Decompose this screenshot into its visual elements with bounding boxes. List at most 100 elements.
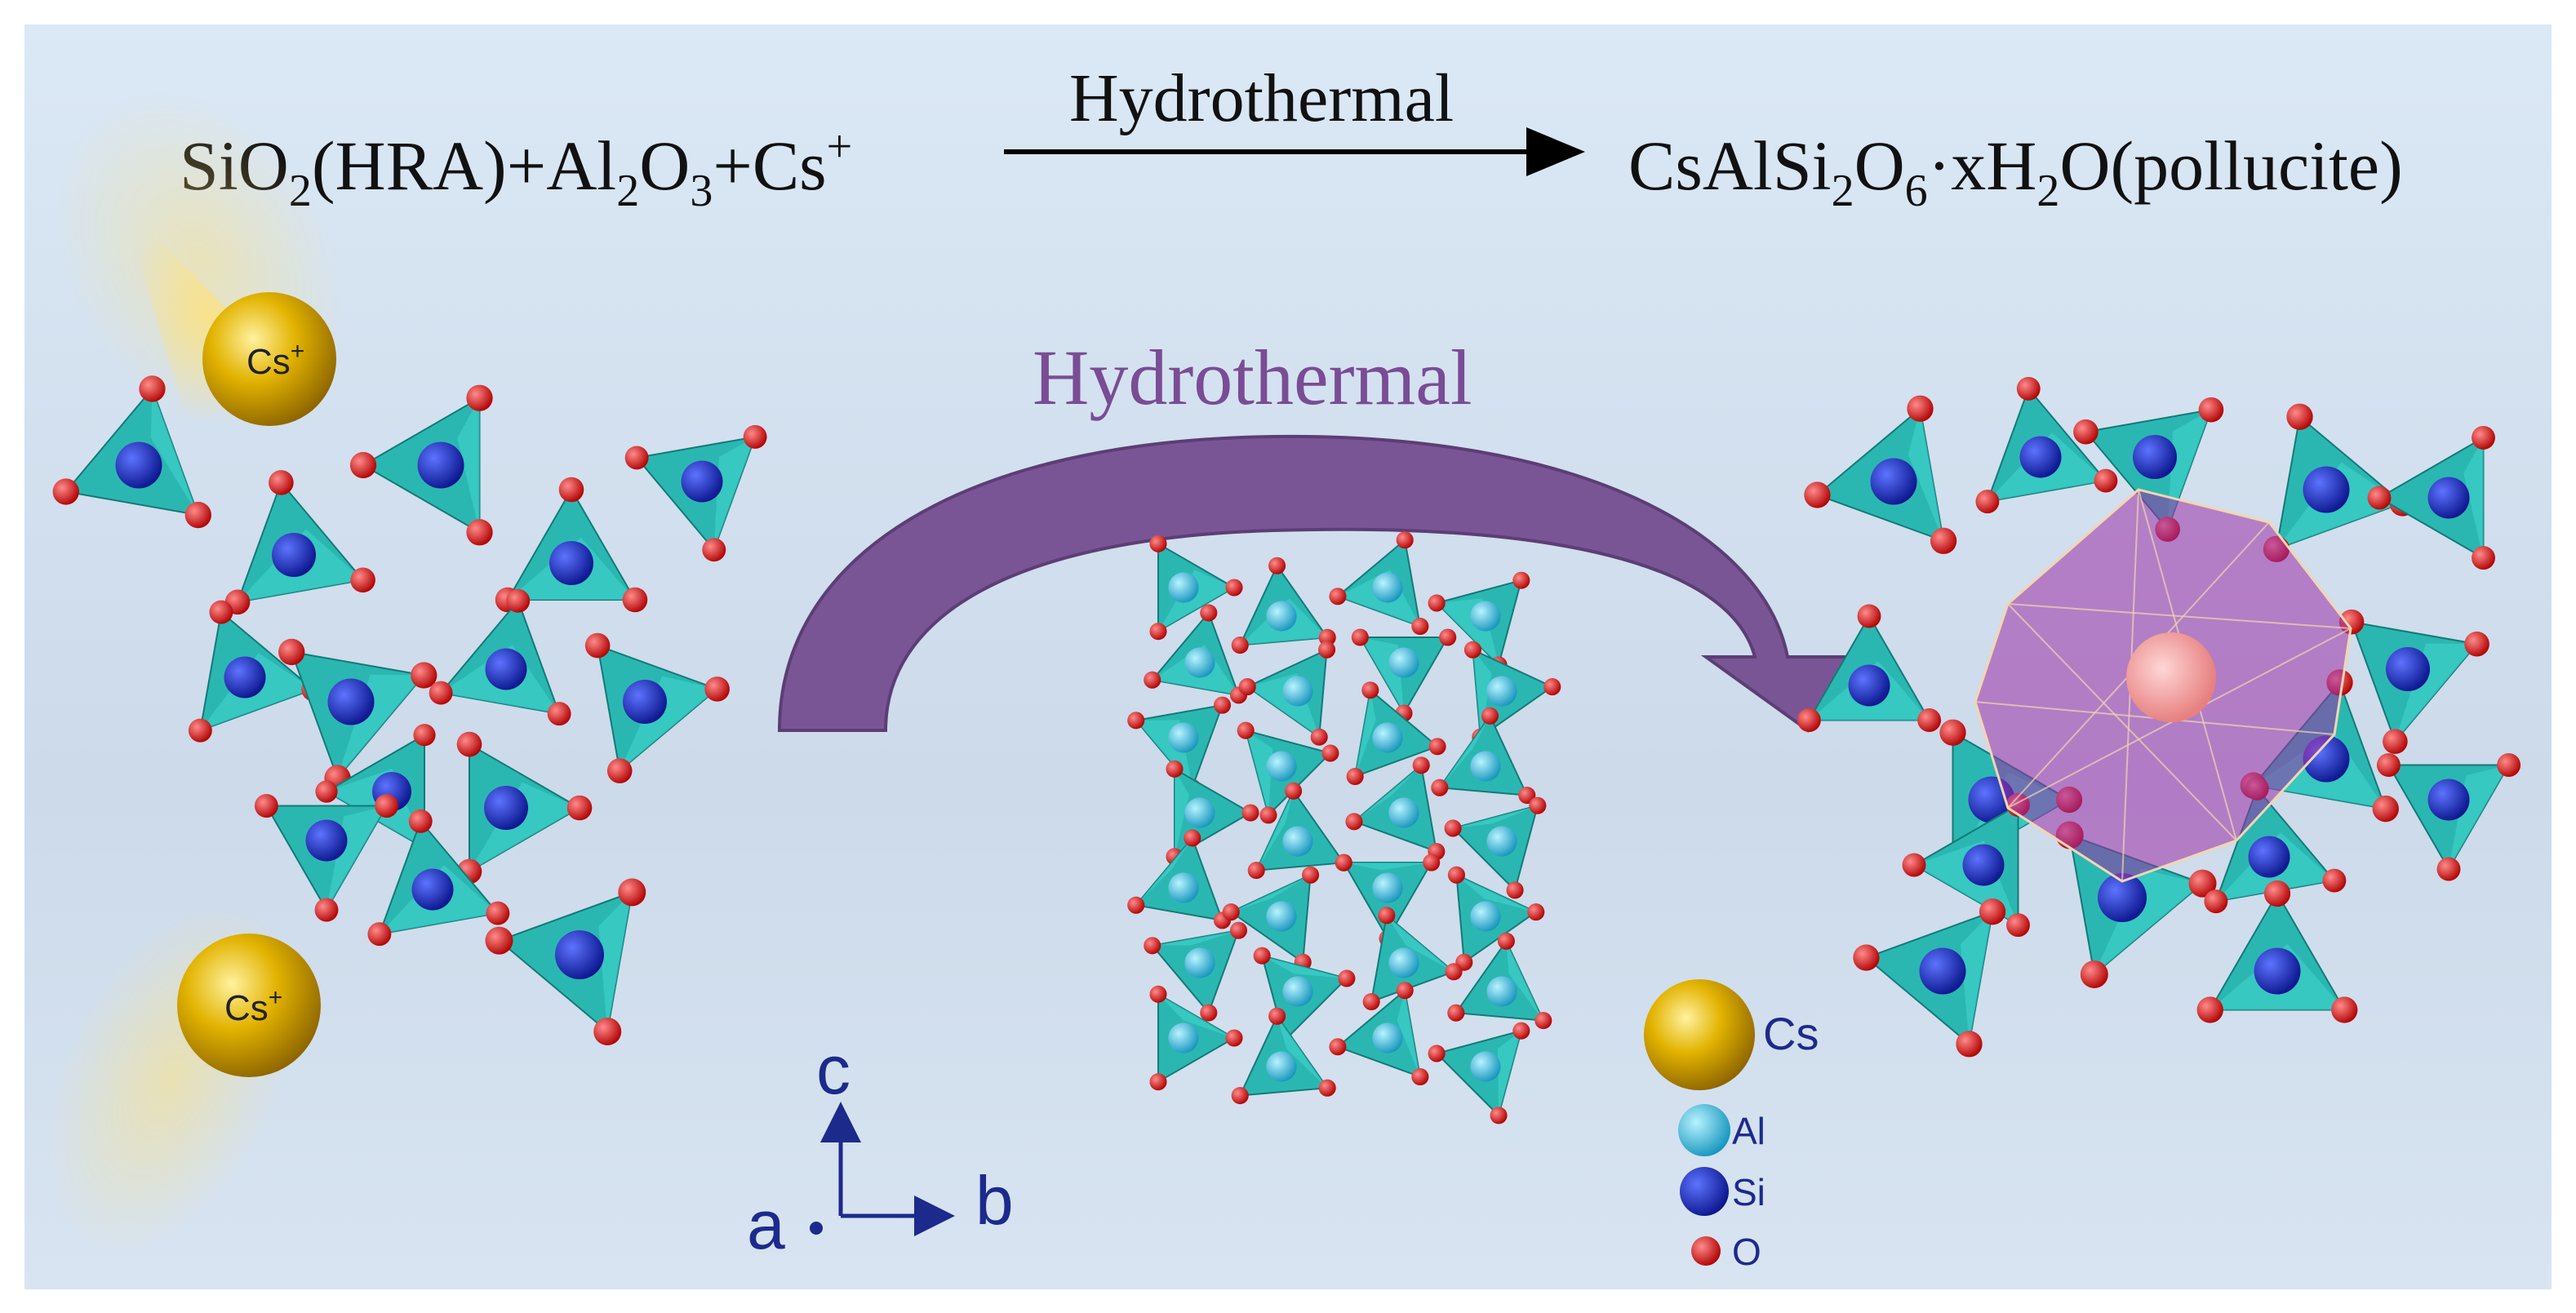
oxygen-atom: [1184, 829, 1201, 847]
cs-ion-bottom: Cs+: [47, 901, 321, 1253]
equation-rhs: CsAlSi2O6·xH2O(pollucite): [1628, 126, 2403, 216]
atom-center: [1168, 872, 1199, 903]
oxygen-atom: [1853, 944, 1880, 971]
oxygen-atom: [1329, 588, 1347, 605]
oxygen-atom: [2436, 857, 2461, 881]
atom-center: [1470, 901, 1501, 932]
oxygen-atom: [1238, 678, 1256, 696]
atom-center: [1168, 572, 1199, 603]
atom-center: [2019, 436, 2062, 478]
legend-item-o: O: [1691, 1231, 1761, 1273]
oxygen-atom: [1979, 898, 2006, 925]
tetrahedron: [1237, 721, 1339, 824]
tetrahedron: [2196, 880, 2358, 1023]
svg-text:Al: Al: [1732, 1110, 1765, 1152]
cs-ion-top: Cs+: [56, 92, 344, 430]
oxygen-atom: [702, 538, 726, 562]
tetrahedron: [1431, 707, 1536, 805]
oxygen-atom: [254, 794, 278, 818]
oxygen-atom: [593, 1017, 622, 1045]
atom-center: [411, 868, 454, 911]
oxygen-atom: [1318, 641, 1336, 659]
tetrahedron: [1853, 898, 2006, 1058]
atom-center: [305, 819, 348, 862]
oxygen-atom: [624, 446, 649, 470]
axis-label-a: a: [747, 1187, 785, 1263]
oxygen-atom: [1378, 907, 1396, 925]
oxygen-atom: [1318, 628, 1336, 646]
oxygen-atom: [1285, 782, 1303, 800]
oxygen-atom: [429, 681, 453, 705]
oxygen-atom: [350, 567, 375, 593]
atom-center: [2133, 435, 2177, 479]
oxygen-atom: [704, 676, 730, 702]
oxygen-atom: [506, 588, 531, 613]
curved-transformation-arrow: Hydrothermal: [777, 334, 1873, 733]
oxygen-atom: [2196, 996, 2223, 1023]
oxygen-atom: [1144, 671, 1161, 689]
oxygen-atom: [375, 794, 399, 818]
oxygen-atom: [1361, 681, 1379, 699]
atom-center: [2254, 947, 2301, 995]
oxygen-atom: [1200, 1004, 1218, 1022]
tetrahedron: [2338, 609, 2489, 754]
tetrahedron: [1144, 604, 1248, 704]
oxygen-atom: [1225, 1029, 1243, 1047]
oxygen-atom: [1534, 1012, 1552, 1030]
tetrahedron: [1231, 1007, 1336, 1105]
oxygen-atom: [1396, 531, 1414, 549]
tetrahedron: [349, 384, 493, 546]
tetrahedron: [1238, 641, 1336, 746]
oxygen-atom: [1956, 1031, 1983, 1058]
tetrahedron: [278, 638, 437, 792]
oxygen-atom: [1396, 982, 1414, 1000]
oxygen-atom: [618, 878, 646, 907]
oxygen-atom: [1200, 604, 1218, 622]
tetrahedron: [1222, 866, 1320, 971]
tetrahedron: [1149, 535, 1243, 641]
oxygen-atom: [188, 718, 212, 743]
oxygen-atom: [349, 451, 377, 479]
oxygen-atom: [2188, 869, 2217, 898]
oxygen-atom: [1127, 712, 1145, 730]
oxygen-atom: [2263, 880, 2291, 907]
oxygen-atom: [485, 926, 513, 955]
tetrahedron: [2376, 753, 2521, 881]
atom-center: [1470, 751, 1501, 782]
axis-label-b: b: [975, 1162, 1014, 1239]
oxygen-atom: [2331, 996, 2358, 1023]
tetrahedron: [1797, 604, 1942, 732]
oxygen-atom: [1518, 787, 1536, 805]
oxygen-atom: [1237, 721, 1255, 739]
oxygen-atom: [1907, 395, 1934, 422]
oxygen-atom: [1318, 1079, 1336, 1097]
oxygen-atom: [1268, 557, 1286, 574]
oxygen-atom: [314, 898, 339, 922]
atom-center: [1372, 722, 1403, 753]
oxygen-atom: [1149, 985, 1167, 1003]
oxygen-atom: [1490, 1107, 1508, 1124]
oxygen-atom: [1222, 903, 1240, 921]
oxygen-atom: [1247, 862, 1265, 880]
oxygen-atom: [2204, 889, 2228, 914]
oxygen-atom: [1804, 481, 1831, 508]
atom-center: [484, 786, 528, 830]
tetrahedron: [367, 809, 510, 947]
svg-text:Si: Si: [1732, 1171, 1765, 1213]
atom-center: [1266, 901, 1297, 932]
axis-label-c: c: [816, 1031, 851, 1108]
tetrahedron: [2367, 425, 2495, 570]
atom-center: [2303, 466, 2350, 513]
oxygen-atom: [1527, 903, 1545, 921]
oxygen-atom: [466, 384, 493, 411]
tetrahedron: [1231, 557, 1336, 654]
atom-center: [417, 441, 464, 489]
oxygen-atom: [2472, 425, 2495, 450]
oxygen-atom: [558, 477, 584, 503]
oxygen-atom: [315, 780, 338, 803]
tetrahedron: [1346, 681, 1446, 786]
atom-center: [1388, 947, 1419, 978]
atom-center: [2427, 778, 2470, 821]
atom-center: [224, 656, 266, 699]
atom-center: [1848, 664, 1890, 707]
